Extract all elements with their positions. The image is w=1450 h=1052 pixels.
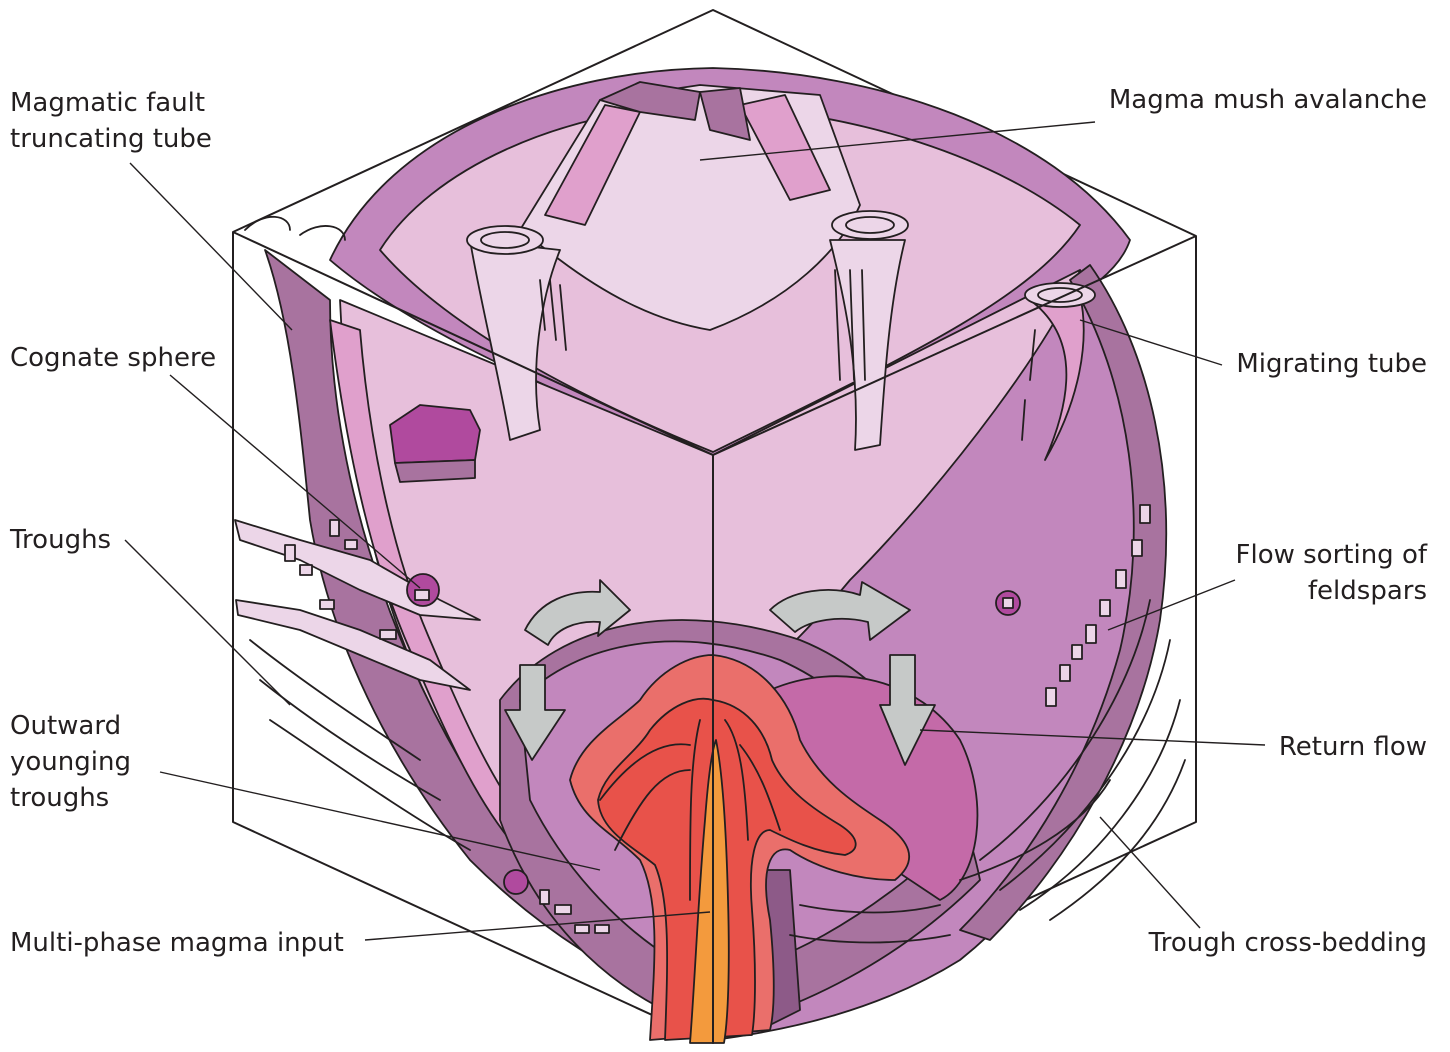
label-magmatic-fault-line2: truncating tube	[10, 121, 212, 157]
label-flow-sorting: Flow sorting of feldspars	[1236, 537, 1427, 609]
label-outward-younging-line2: younging	[10, 744, 131, 780]
label-outward-younging-line3: troughs	[10, 780, 131, 816]
label-return-flow: Return flow	[1279, 729, 1427, 765]
label-multi-phase: Multi-phase magma input	[10, 925, 344, 961]
label-flow-sorting-line2: feldspars	[1236, 573, 1427, 609]
label-outward-younging-line1: Outward	[10, 708, 131, 744]
cognate-sphere-right-crystal	[1003, 598, 1013, 608]
leader-cross-bedding	[1100, 817, 1200, 928]
label-flow-sorting-line1: Flow sorting of	[1236, 537, 1427, 573]
trough-sphere	[504, 870, 528, 894]
label-migrating-tube: Migrating tube	[1236, 346, 1427, 382]
xenolith-block	[390, 405, 480, 482]
label-magmatic-fault: Magmatic fault truncating tube	[10, 85, 212, 157]
label-troughs: Troughs	[10, 522, 111, 558]
spiral-marks-topleft	[245, 217, 345, 240]
leader-magmatic-fault	[130, 163, 292, 330]
label-magmatic-fault-line1: Magmatic fault	[10, 85, 212, 121]
label-outward-younging: Outward younging troughs	[10, 708, 131, 816]
label-trough-cross-bedding: Trough cross-bedding	[1149, 925, 1427, 961]
cognate-sphere-crystal	[415, 590, 429, 600]
label-mush-avalanche: Magma mush avalanche	[1109, 82, 1427, 118]
label-cognate-sphere: Cognate sphere	[10, 340, 216, 376]
